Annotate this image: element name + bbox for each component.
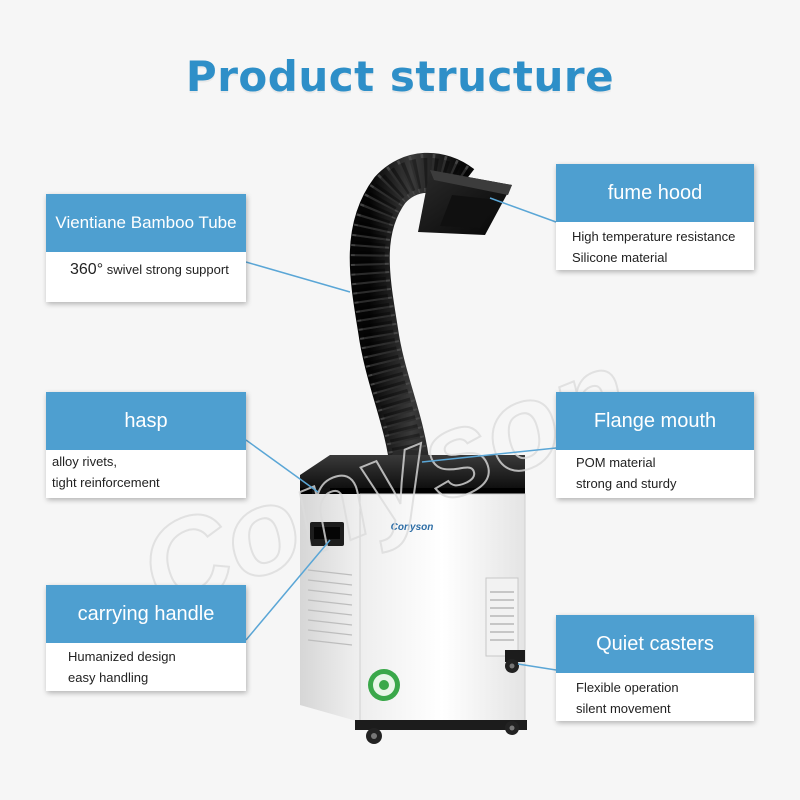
callout-flange-mouth: Flange mouth POM material strong and stu… xyxy=(556,392,754,498)
callout-flange-title: Flange mouth xyxy=(556,392,754,450)
bamboo-tube-hose xyxy=(349,152,475,471)
callout-casters-title: Quiet casters xyxy=(556,615,754,673)
eco-badge xyxy=(368,669,400,701)
callout-quiet-casters: Quiet casters Flexible operation silent … xyxy=(556,615,754,721)
fume-hood xyxy=(418,170,512,235)
carrying-handle xyxy=(310,522,344,546)
callout-bamboo-tube: Vientiane Bamboo Tube 360° swivel strong… xyxy=(46,194,246,302)
callout-flange-line2: strong and sturdy xyxy=(576,476,677,491)
callout-fume-hood: fume hood High temperature resistance Si… xyxy=(556,164,754,270)
brand-logo: Conyson xyxy=(382,522,442,533)
callout-carrying-handle: carrying handle Humanized design easy ha… xyxy=(46,585,246,691)
callout-bamboo-degree: 360° xyxy=(70,261,104,278)
callout-hasp-line2: tight reinforcement xyxy=(52,475,160,490)
callout-bamboo-title: Vientiane Bamboo Tube xyxy=(46,194,246,252)
cabinet-lid xyxy=(300,455,525,494)
callout-casters-line2: silent movement xyxy=(576,701,671,716)
callout-hood-line1: High temperature resistance xyxy=(572,229,736,244)
quiet-casters xyxy=(366,659,519,744)
cabinet-base xyxy=(355,650,527,730)
callout-handle-title: carrying handle xyxy=(46,585,246,643)
brand-logo-text: Conyson xyxy=(390,522,434,533)
callout-handle-line1: Humanized design xyxy=(68,649,176,664)
callout-hood-line2: Silicone material xyxy=(572,250,668,265)
callout-flange-line1: POM material xyxy=(576,455,656,470)
callout-hasp: hasp alloy rivets, tight reinforcement xyxy=(46,392,246,498)
callout-handle-line2: easy handling xyxy=(68,670,149,685)
callout-hasp-line1: alloy rivets, xyxy=(52,454,118,469)
callout-hasp-title: hasp xyxy=(46,392,246,450)
callout-casters-line1: Flexible operation xyxy=(576,680,679,695)
callout-bamboo-text: swivel strong support xyxy=(103,262,229,277)
page-title: Product structure xyxy=(185,52,615,101)
callout-hood-title: fume hood xyxy=(556,164,754,222)
